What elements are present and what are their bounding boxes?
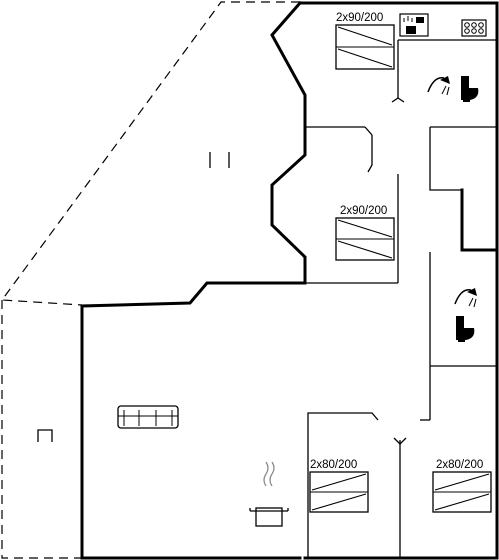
bed-4	[432, 471, 492, 513]
bed-4-label: 2x80/200	[436, 459, 483, 471]
bed-2	[335, 217, 395, 261]
washing-machine-icon	[399, 13, 429, 37]
terrace-outline	[0, 1, 300, 559]
shower-icon	[427, 76, 450, 96]
sofa-icon	[117, 405, 179, 429]
bed-3	[309, 471, 369, 513]
bed-2-label: 2x90/200	[340, 205, 387, 217]
cooking-pot-icon	[249, 461, 289, 527]
interior-walls	[305, 39, 497, 558]
toilet-icon	[461, 76, 479, 102]
bed-1	[335, 24, 395, 70]
stove-top-icon	[461, 19, 487, 37]
shower-icon-2	[454, 288, 477, 308]
bed-1-label: 2x90/200	[336, 12, 383, 24]
door-marks	[37, 97, 407, 445]
bed-3-label: 2x80/200	[310, 459, 357, 471]
toilet-icon-2	[456, 316, 475, 342]
